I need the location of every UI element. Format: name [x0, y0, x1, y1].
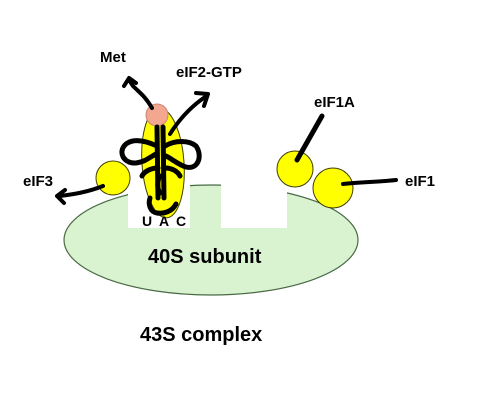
eif2-gtp-arrow — [168, 91, 210, 136]
met-label: Met — [100, 49, 126, 66]
a-site-pocket — [221, 178, 287, 228]
eif1-label: eIF1 — [405, 173, 435, 190]
anticodon-letter-2: A — [159, 213, 169, 229]
anticodon-letter-3: C — [176, 213, 186, 229]
40s-subunit-ellipse — [63, 184, 359, 296]
eif2-gtp-label: eIF2-GTP — [176, 64, 242, 81]
eif3-label: eIF3 — [23, 173, 53, 190]
43s-complex-label: 43S complex — [140, 324, 262, 346]
eif1-line — [341, 178, 398, 186]
eif1a-circle — [276, 150, 314, 188]
eif3-circle — [95, 160, 131, 196]
eif1-circle — [312, 167, 354, 209]
met-arrow — [122, 76, 154, 110]
40s-subunit-label: 40S subunit — [148, 246, 262, 268]
eif3-arrow — [55, 184, 105, 205]
eif1a-line — [294, 113, 325, 163]
initiator-trna — [119, 124, 202, 216]
eif1a-label: eIF1A — [314, 94, 355, 111]
anticodon-letter-1: U — [142, 213, 152, 229]
